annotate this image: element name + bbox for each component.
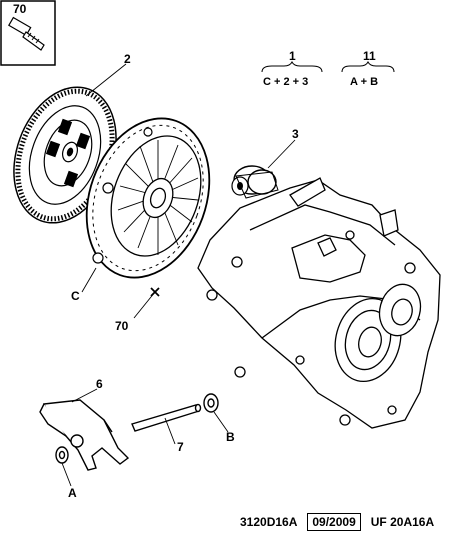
pressure-plate[interactable] bbox=[65, 101, 230, 295]
kit-11-formula: A + B bbox=[350, 76, 378, 88]
pressure-plate-label: C bbox=[71, 289, 80, 303]
bolt-inset bbox=[0, 0, 56, 66]
bush-b-label: B bbox=[226, 430, 235, 444]
bolt-label: 70 bbox=[115, 319, 129, 333]
clutch-fork[interactable] bbox=[39, 399, 130, 471]
bush-a[interactable] bbox=[55, 446, 69, 464]
bush-a-label: A bbox=[68, 486, 77, 500]
release-bearing-label: 3 bbox=[292, 127, 299, 141]
kit-1-formula: C + 2 + 3 bbox=[263, 76, 308, 88]
diagram-date: 09/2009 bbox=[307, 513, 361, 531]
kit-11-number: 11 bbox=[363, 49, 376, 63]
reference-code: UF 20A16A bbox=[370, 515, 435, 529]
pivot-pin[interactable] bbox=[131, 403, 202, 432]
clutch-disc-label: 2 bbox=[124, 52, 131, 66]
release-bearing[interactable] bbox=[231, 165, 279, 199]
inset-bolt-label: 70 bbox=[13, 2, 27, 16]
footer: 3120D16A 09/2009 UF 20A16A bbox=[236, 513, 438, 531]
legend-braces bbox=[261, 60, 395, 73]
diagram-code: 3120D16A bbox=[240, 515, 298, 529]
bush-b[interactable] bbox=[203, 393, 219, 413]
kit-1-number: 1 bbox=[289, 49, 296, 63]
fork-label: 6 bbox=[96, 377, 103, 391]
bolt-icon bbox=[8, 16, 45, 51]
leader-lines bbox=[61, 63, 296, 487]
gearbox-housing bbox=[197, 177, 441, 429]
pivot-pin-label: 7 bbox=[177, 440, 184, 454]
